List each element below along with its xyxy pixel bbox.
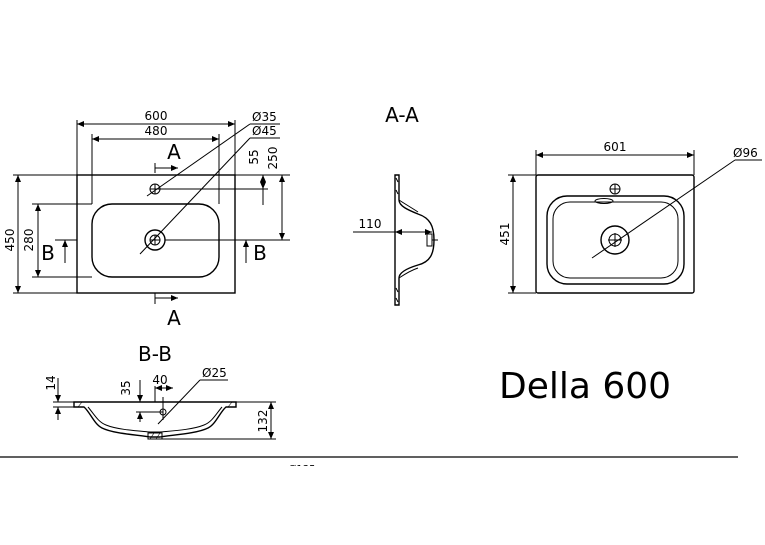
label-hole-diameter: Ø25 <box>202 366 227 380</box>
label-tap-hole-diameter: Ø35 <box>252 110 277 124</box>
dim-width: 601 <box>604 140 627 154</box>
section-b-right-label: B <box>253 241 267 265</box>
section-aa-title: A-A <box>385 103 419 127</box>
dim-tap-hole-offset: 55 <box>247 149 261 164</box>
dim-drain-offset: 250 <box>266 147 280 170</box>
dim-hole-offset-x: 40 <box>152 373 167 387</box>
dim-height-inner: 280 <box>22 229 36 252</box>
bottom-view: 601 451 Ø96 <box>498 140 762 294</box>
top-view: 600 480 450 280 55 250 Ø35 Ø45 A <box>3 109 290 330</box>
dim-hole-offset-y: 35 <box>119 380 133 395</box>
section-bb: B-B 14 35 40 Ø25 132 <box>44 342 276 440</box>
dim-depth: 110 <box>359 217 382 231</box>
dim-height: 451 <box>498 223 512 246</box>
crop-mask <box>270 466 340 476</box>
section-a-bottom-label: A <box>167 306 181 330</box>
section-aa: A-A 110 <box>353 103 438 306</box>
section-b-left-label: B <box>41 241 55 265</box>
section-bb-title: B-B <box>138 342 172 366</box>
dim-height-outer: 450 <box>3 229 17 252</box>
dim-rim-height: 14 <box>44 375 58 390</box>
dim-width-outer: 600 <box>145 109 168 123</box>
product-title: Della 600 <box>499 366 671 407</box>
dim-width-inner: 480 <box>145 124 168 138</box>
label-drain-diameter: Ø45 <box>252 124 277 138</box>
section-a-top-label: A <box>167 140 181 164</box>
basin-outline <box>76 174 236 294</box>
dim-total-height: 132 <box>256 410 270 433</box>
label-drain-large-diameter: Ø96 <box>733 146 758 160</box>
